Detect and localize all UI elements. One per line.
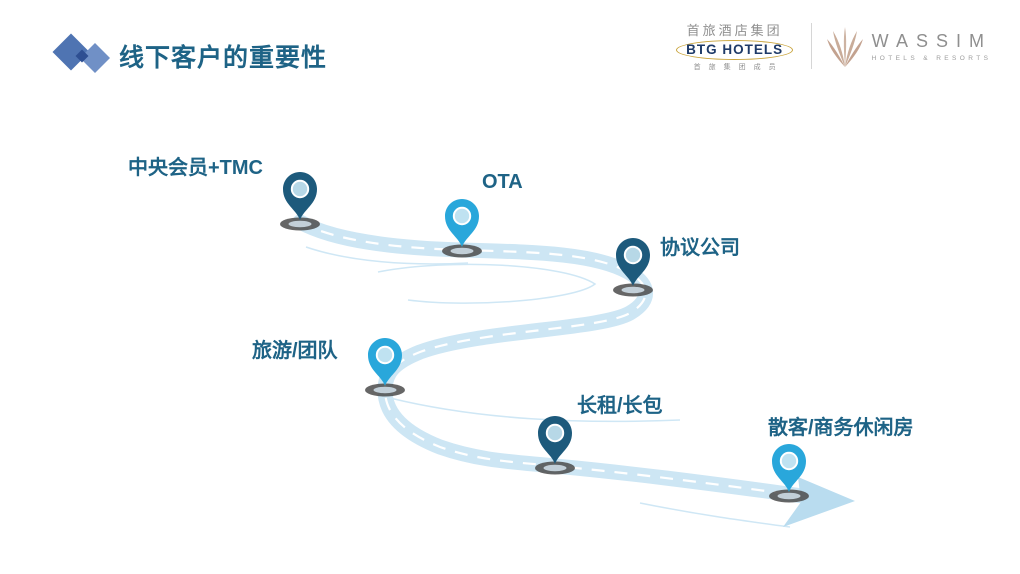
diamond-right xyxy=(80,43,110,73)
fan-palm-icon xyxy=(826,27,863,67)
map-pin-icon xyxy=(616,238,650,286)
swoosh-line xyxy=(377,263,597,304)
btg-group-name: 首旅酒店集团 xyxy=(686,23,783,38)
map-pin-icon xyxy=(368,338,402,386)
swoosh-line xyxy=(389,397,681,423)
btg-member-line: 首旅集团成员 xyxy=(693,64,784,71)
pin-shadow xyxy=(280,217,809,503)
wassim-wordmark: WASSIM HOTELS & RESORTS xyxy=(872,31,992,62)
btg-hotels-logo: 首旅酒店集团 BTG HOTELS 首旅集团成员 xyxy=(673,20,797,72)
arrow-right-icon xyxy=(783,477,855,527)
stop-label-fit-business-leisure: 散客/商务休闲房 xyxy=(768,417,914,439)
diamond-center xyxy=(75,49,89,63)
stop-label-ota: OTA xyxy=(482,171,523,193)
map-pin-icon xyxy=(445,199,479,247)
double-diamond-icon xyxy=(52,33,110,73)
map-pin-icon xyxy=(538,416,572,464)
wassim-tagline: HOTELS & RESORTS xyxy=(871,54,992,62)
stop-label-long-rent: 长租/长包 xyxy=(577,395,663,417)
swoosh-line xyxy=(639,502,791,528)
diamond-left xyxy=(52,33,90,71)
stop-label-tour-group: 旅游/团队 xyxy=(252,340,338,362)
stop-label-agreement-company: 协议公司 xyxy=(660,237,740,259)
wassim-brand-name: WASSIM xyxy=(871,30,992,51)
stop-label-central-member-tmc: 中央会员+TMC xyxy=(128,157,263,179)
map-pin-icon xyxy=(283,172,317,220)
page-title: 线下客户的重要性 xyxy=(119,44,328,72)
btg-brand-name: BTG HOTELS xyxy=(676,40,794,60)
swoosh-line xyxy=(305,246,469,265)
wassim-logo: WASSIM HOTELS & RESORTS xyxy=(826,23,992,69)
logo-divider xyxy=(810,23,812,69)
map-pin-icon xyxy=(772,444,806,492)
logo-bar: 首旅酒店集团 BTG HOTELS 首旅集团成员 WASSIM HOTELS &… xyxy=(673,20,992,72)
